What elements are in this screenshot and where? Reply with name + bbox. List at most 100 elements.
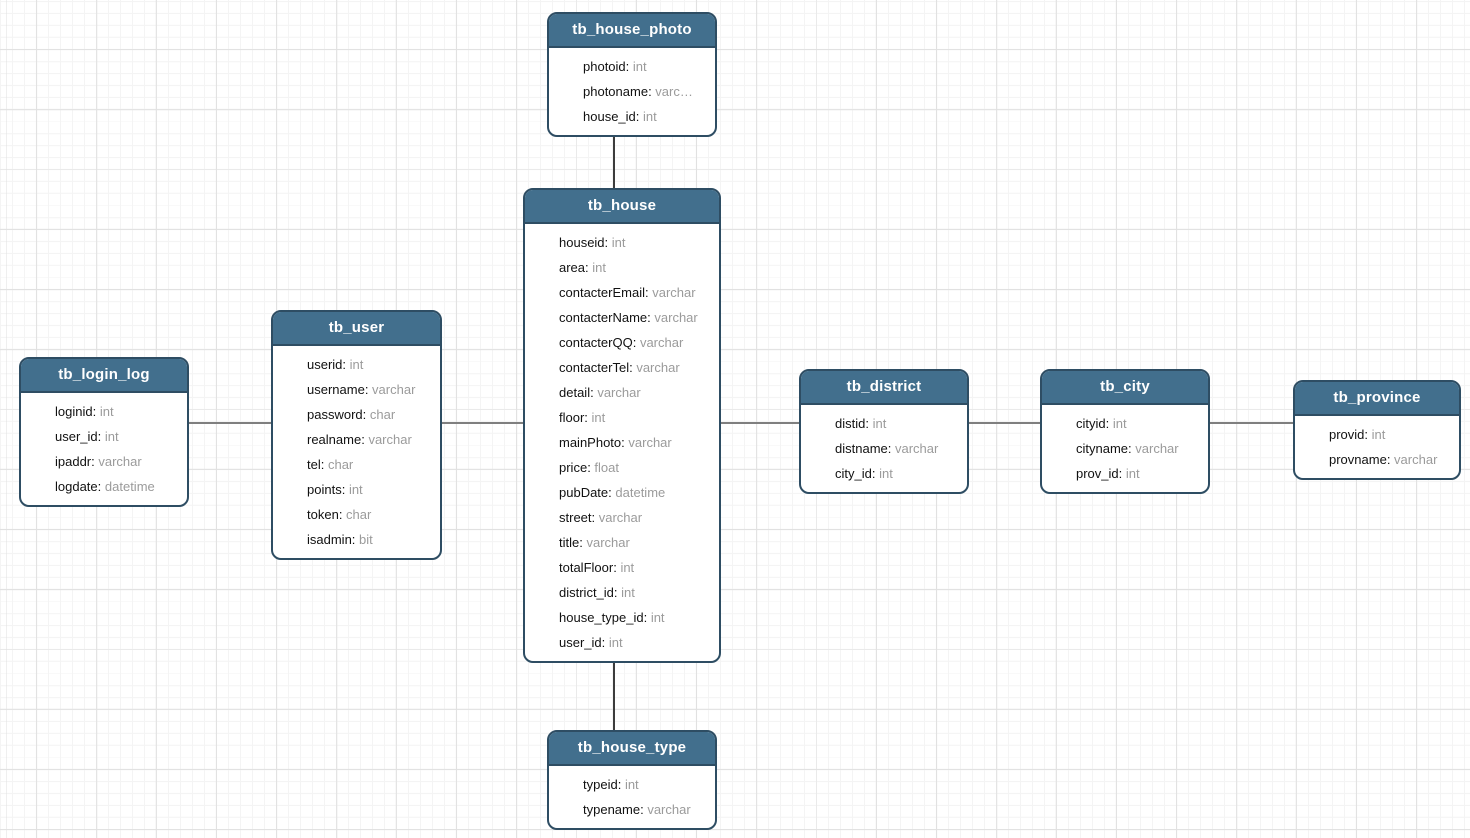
field-row-photoid: photoid: int: [549, 54, 715, 79]
field-type: int: [621, 585, 635, 600]
field-colon: :: [608, 485, 616, 500]
field-name: token: [307, 507, 339, 522]
field-colon: :: [591, 510, 599, 525]
field-name: typeid: [583, 777, 618, 792]
field-name: cityid: [1076, 416, 1106, 431]
entity-title-tb_house[interactable]: tb_house: [525, 190, 719, 224]
field-colon: :: [91, 454, 99, 469]
field-name: house_id: [583, 109, 636, 124]
field-row-contacterTel: contacterTel: varchar: [525, 355, 719, 380]
field-type: int: [611, 235, 626, 250]
field-type: char: [327, 457, 354, 472]
field-name: area: [559, 260, 586, 275]
entity-title-tb_house_photo[interactable]: tb_house_photo: [549, 14, 715, 48]
field-type: float: [594, 460, 619, 475]
field-row-totalFloor: totalFloor: int: [525, 555, 719, 580]
field-name: detail: [559, 385, 591, 400]
relationship-connector-city-province[interactable]: [1204, 422, 1299, 424]
field-row-district_id: district_id: int: [525, 580, 719, 605]
field-colon: :: [320, 457, 328, 472]
field-row-photoname: photoname: varc…: [549, 79, 715, 104]
field-type: varchar: [98, 454, 142, 469]
field-row-contacterQQ: contacterQQ: varchar: [525, 330, 719, 355]
field-colon: :: [585, 260, 593, 275]
relationship-connector-house_photo-house[interactable]: [613, 125, 615, 196]
field-colon: :: [887, 441, 895, 456]
field-colon: :: [644, 285, 653, 300]
field-type: int: [608, 635, 623, 650]
entity-field-list: houseid: int area: int contacterEmail: var…: [525, 224, 719, 661]
field-name: logdate: [55, 479, 98, 494]
field-type: varchar: [894, 441, 939, 456]
field-name: ipaddr: [55, 454, 92, 469]
entity-title-tb_login_log[interactable]: tb_login_log: [21, 359, 187, 393]
field-type: int: [592, 260, 606, 275]
field-colon: :: [643, 610, 651, 625]
field-colon: :: [587, 460, 595, 475]
field-colon: :: [584, 410, 592, 425]
entity-title-tb_city[interactable]: tb_city: [1042, 371, 1208, 405]
field-row-contacterEmail: contacterEmail: varchar: [525, 280, 719, 305]
entity-title-tb_user[interactable]: tb_user: [273, 312, 440, 346]
field-row-mainPhoto: mainPhoto: varchar: [525, 430, 719, 455]
field-row-house_type_id: house_type_id: int: [525, 605, 719, 630]
field-colon: :: [1118, 466, 1126, 481]
field-type: varc…: [655, 84, 693, 99]
relationship-connector-login_log-user[interactable]: [183, 422, 277, 424]
field-colon: :: [604, 235, 612, 250]
field-row-distname: distname: varchar: [801, 436, 967, 461]
field-name: user_id: [559, 635, 602, 650]
field-row-userid: userid: int: [273, 352, 440, 377]
field-type: char: [369, 407, 396, 422]
field-type: varchar: [654, 310, 698, 325]
field-type: int: [650, 610, 665, 625]
entity-tb_house[interactable]: tb_house houseid: int area: int contacterEm…: [523, 188, 721, 663]
field-name: realname: [307, 432, 362, 447]
field-colon: :: [92, 404, 100, 419]
field-colon: :: [341, 482, 349, 497]
entity-title-tb_district[interactable]: tb_district: [801, 371, 967, 405]
field-type: int: [1125, 466, 1140, 481]
field-colon: :: [342, 357, 350, 372]
field-colon: :: [640, 802, 648, 817]
field-row-houseid: houseid: int: [525, 230, 719, 255]
field-name: photoname: [583, 84, 649, 99]
field-colon: :: [613, 585, 622, 600]
field-type: varchar: [372, 382, 416, 397]
field-colon: :: [364, 382, 373, 397]
field-colon: :: [1128, 441, 1136, 456]
field-type: int: [624, 777, 639, 792]
field-type: varchar: [586, 535, 630, 550]
field-type: int: [643, 109, 657, 124]
field-colon: :: [590, 385, 598, 400]
field-colon: :: [361, 432, 369, 447]
field-row-provid: provid: int: [1295, 422, 1459, 447]
field-row-pubDate: pubDate: datetime: [525, 480, 719, 505]
field-row-tel: tel: char: [273, 452, 440, 477]
relationship-connector-district-city[interactable]: [963, 422, 1046, 424]
field-colon: :: [648, 84, 656, 99]
field-type: varchar: [628, 435, 672, 450]
entity-title-tb_province[interactable]: tb_province: [1295, 382, 1459, 416]
relationship-connector-house-district[interactable]: [715, 422, 805, 424]
field-colon: :: [632, 335, 640, 350]
entity-title-tb_house_type[interactable]: tb_house_type: [549, 732, 715, 766]
field-type: int: [348, 482, 363, 497]
field-name: contacterName: [559, 310, 648, 325]
relationship-connector-user-house[interactable]: [436, 422, 529, 424]
field-colon: :: [338, 507, 347, 522]
relationship-connector-house-house_type[interactable]: [613, 655, 615, 736]
field-row-realname: realname: varchar: [273, 427, 440, 452]
